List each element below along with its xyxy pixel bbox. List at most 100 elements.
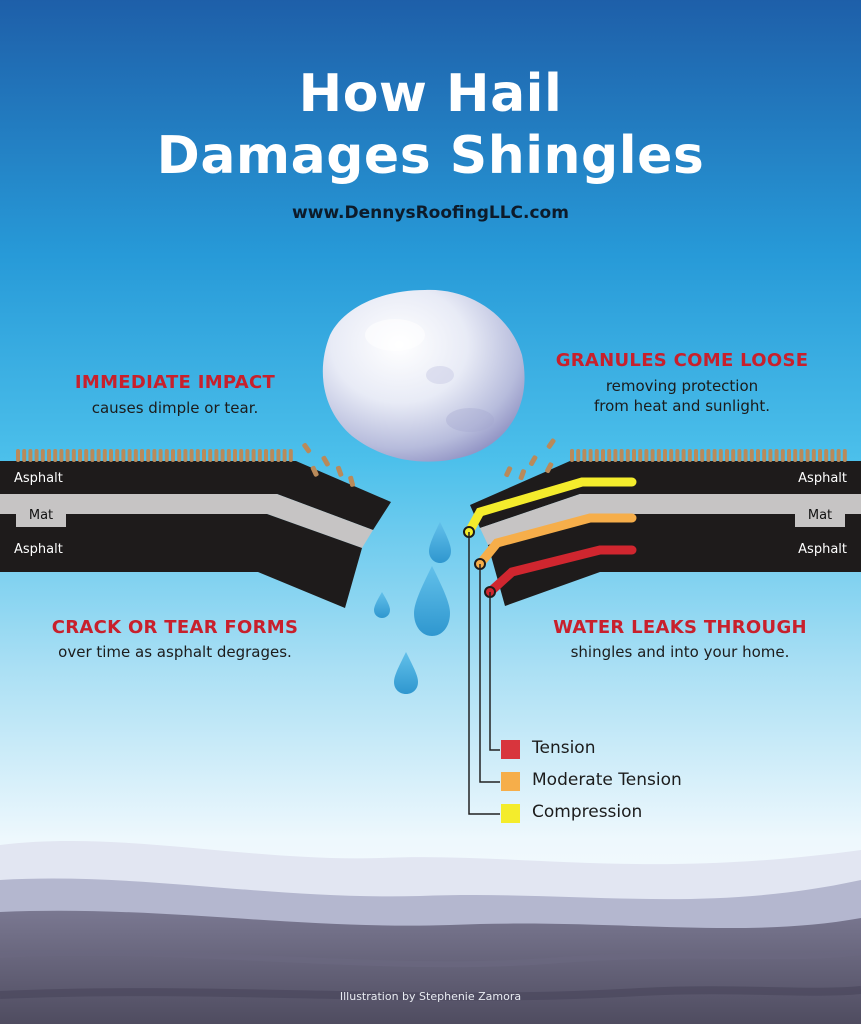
granule	[632, 449, 636, 462]
granule	[576, 449, 581, 462]
granule	[780, 449, 785, 462]
immediate-impact-text: causes dimple or tear.	[91, 399, 259, 417]
ground-streak	[0, 949, 861, 968]
granule	[226, 449, 231, 462]
granule	[34, 449, 39, 462]
granule	[756, 449, 760, 462]
granule	[146, 449, 151, 462]
water-drop-icon	[374, 592, 390, 618]
granule	[195, 449, 200, 462]
left-shingle	[0, 461, 391, 608]
granule	[140, 449, 144, 462]
granule	[718, 449, 723, 462]
granule	[731, 449, 736, 462]
granule	[288, 449, 293, 462]
ground-streak	[0, 986, 861, 1001]
granule	[669, 449, 674, 462]
granule	[694, 449, 698, 462]
granules-loose-heading: GRANULES COME LOOSE	[555, 350, 809, 371]
right-asphalt-top-label: Asphalt	[798, 471, 847, 486]
right-asphalt-bottom-label: Asphalt	[798, 542, 847, 557]
granule	[805, 449, 810, 462]
granule	[96, 449, 101, 462]
granule	[625, 449, 630, 462]
granule	[712, 449, 717, 462]
water-drop-icon	[429, 522, 451, 563]
granule	[793, 449, 798, 462]
left-asphalt-bottom-label: Asphalt	[14, 542, 63, 557]
granule	[158, 449, 163, 462]
granule	[663, 449, 667, 462]
hailstone-icon	[322, 289, 525, 462]
moderate-tension-line	[475, 513, 637, 569]
compression-line	[464, 477, 637, 537]
granule	[811, 449, 816, 462]
granule	[133, 449, 138, 462]
granule	[818, 449, 822, 462]
granule	[613, 449, 618, 462]
granule	[16, 449, 20, 462]
granule	[220, 449, 225, 462]
granule	[47, 449, 51, 462]
granule	[109, 449, 113, 462]
right-asphalt-top	[470, 461, 861, 528]
granule	[214, 449, 219, 462]
granule	[725, 449, 729, 462]
right-mat-label: Mat	[807, 508, 833, 523]
tension-line	[485, 545, 637, 597]
granule	[90, 449, 95, 462]
granule	[40, 449, 45, 462]
granule	[183, 449, 188, 462]
granule	[582, 449, 587, 462]
granule	[233, 449, 237, 462]
granule	[239, 449, 244, 462]
granule	[177, 449, 182, 462]
granules-loose-text-line2: from heat and sunlight.	[593, 397, 771, 415]
legend-swatch-moderate-tension	[501, 772, 520, 791]
loose-granules	[302, 438, 556, 487]
granule	[799, 449, 804, 462]
water-drop-icon	[414, 566, 450, 636]
granule	[257, 449, 262, 462]
granule	[189, 449, 194, 462]
granule	[115, 449, 120, 462]
right-asphalt-bottom	[488, 514, 861, 606]
granule	[164, 449, 169, 462]
granule	[121, 449, 126, 462]
granule	[836, 449, 841, 462]
granule	[601, 449, 605, 462]
granule	[152, 449, 157, 462]
left-mat-label: Mat	[28, 508, 54, 523]
granule	[208, 449, 213, 462]
granule	[53, 449, 58, 462]
right-mat	[480, 494, 861, 545]
granule-row	[16, 449, 847, 462]
granule	[588, 449, 593, 462]
granule	[65, 449, 70, 462]
legend-leader-lines	[468, 532, 500, 815]
left-mat-label-box: Mat	[16, 505, 66, 527]
granule	[78, 449, 82, 462]
granule	[768, 449, 773, 462]
granule	[830, 449, 835, 462]
granule	[619, 449, 624, 462]
granule	[171, 449, 175, 462]
granule	[264, 449, 268, 462]
granules-loose-text-line1: removing protection	[605, 377, 759, 395]
granule	[276, 449, 281, 462]
granule	[22, 449, 27, 462]
water-leaks-heading: WATER LEAKS THROUGH	[553, 617, 807, 638]
granule	[282, 449, 287, 462]
page-title-line2: Damages Shingles	[156, 126, 705, 186]
granule	[737, 449, 742, 462]
granule	[607, 449, 612, 462]
granule	[787, 449, 791, 462]
granule	[681, 449, 686, 462]
granule	[687, 449, 692, 462]
granule	[644, 449, 649, 462]
website-link[interactable]: www.DennysRoofingLLC.com	[292, 203, 569, 223]
granule	[102, 449, 107, 462]
granule	[762, 449, 767, 462]
granule	[650, 449, 655, 462]
granule	[84, 449, 89, 462]
